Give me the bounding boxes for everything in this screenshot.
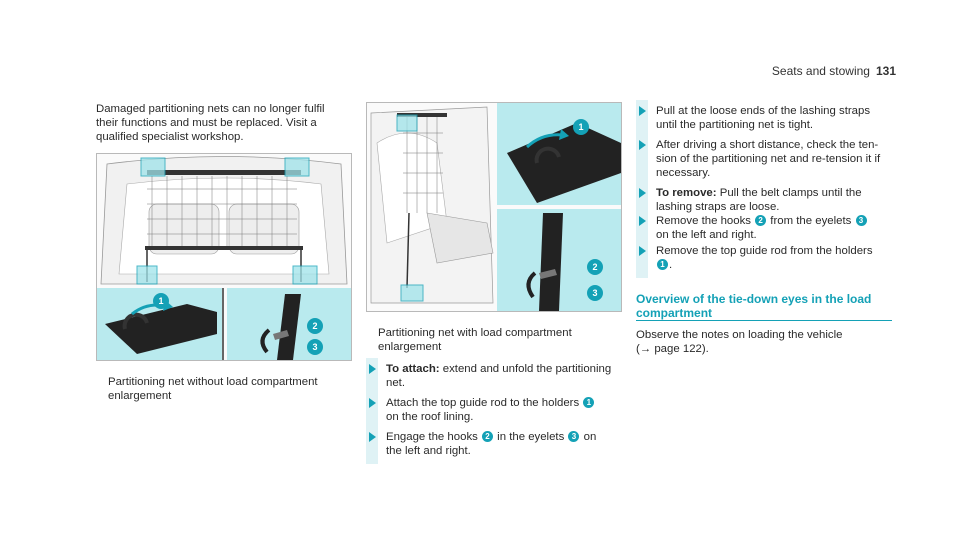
callout-3: [307, 339, 323, 355]
step-arrow-icon: [639, 216, 646, 226]
figure-net-without-enlargement: 1 2 3: [96, 153, 352, 361]
step-text: on the roof lining.: [386, 411, 474, 423]
step-engage-hooks: Engage the hooks 2 in the eyelets 3 on t…: [366, 426, 628, 464]
step-text: Remove the top guide rod from the holder…: [656, 245, 873, 257]
caption-line: Partitioning net without load compartmen…: [108, 376, 318, 388]
step-text: until the partitioning net is tight.: [656, 119, 814, 131]
page-number: 131: [875, 64, 896, 78]
callout-badge: 3: [568, 431, 580, 442]
step-text: in the eyelets: [494, 431, 568, 443]
callout-label: 3: [592, 288, 597, 298]
callout-2: [307, 318, 323, 334]
callout-label: 1: [578, 122, 583, 132]
step-remove-hooks: Remove the hooks 2 from the eyelets 3 on…: [636, 210, 898, 248]
figure-net-with-enlargement: 1 2 3: [366, 102, 622, 312]
callout-badge: 2: [755, 215, 767, 226]
step-check-tension: After driving a short distance, check th…: [636, 134, 898, 186]
step-text: After driving a short distance, check th…: [656, 139, 879, 151]
step-remove: To remove: Pull the belt clamps until th…: [636, 182, 898, 220]
step-text: lashing straps are loose.: [656, 201, 780, 213]
caption-line: enlargement: [378, 341, 442, 353]
caption-line: Partitioning net with load compartment: [378, 327, 572, 339]
step-text: net.: [386, 377, 405, 389]
heading-rule: [636, 320, 892, 321]
step-text: Engage the hooks: [386, 431, 481, 443]
step-text: on the left and right.: [656, 229, 757, 241]
heading-line: compartment: [636, 306, 713, 320]
step-attach-rod: Attach the top guide rod to the holders …: [366, 392, 628, 430]
callout-badge: 3: [855, 215, 867, 226]
step-arrow-icon: [639, 106, 646, 116]
step-attach: To attach: extend and unfold the partiti…: [366, 358, 628, 396]
step-label: To attach:: [386, 363, 440, 375]
paragraph-line: Damaged partitioning nets can no longer …: [96, 103, 325, 115]
page-header: Seats and stowing 131: [772, 64, 896, 78]
left-paragraph: Damaged partitioning nets can no longer …: [96, 102, 356, 144]
step-text: .: [669, 259, 673, 271]
callout-badge: 1: [657, 259, 668, 270]
net-illustration-middle: 1 2 3: [367, 103, 621, 311]
step-arrow-icon: [369, 364, 376, 374]
callout-badge: 1: [583, 397, 595, 408]
callout-1: [153, 293, 169, 309]
step-pull-ends: Pull at the loose ends of the lashing st…: [636, 100, 898, 138]
step-text: the left and right.: [386, 445, 471, 457]
callout-2: [587, 259, 603, 275]
step-text: from the eyelets: [767, 215, 855, 227]
callout-label: 3: [312, 342, 317, 352]
observe-note: Observe the notes on loading the vehicle…: [636, 328, 898, 356]
callout-label: 1: [158, 296, 163, 306]
middle-caption: Partitioning net with load compartment e…: [378, 326, 628, 354]
step-arrow-icon: [369, 398, 376, 408]
heading-line: Overview of the tie-down eyes in the loa…: [636, 292, 872, 306]
callout-1: [573, 119, 589, 135]
step-arrow-icon: [639, 140, 646, 150]
left-caption: Partitioning net without load compartmen…: [108, 375, 358, 403]
step-arrow-icon: [639, 246, 646, 256]
callout-label: 2: [312, 321, 317, 331]
net-illustration-left: 1 2 3: [97, 154, 351, 360]
callout-3: [587, 285, 603, 301]
paragraph-line: qualified specialist workshop.: [96, 131, 244, 143]
step-text: sion of the partitioning net and re-tens…: [656, 153, 881, 165]
callout-badge: 2: [482, 431, 493, 442]
step-text: extend and unfold the partitioning: [439, 363, 612, 375]
step-remove-rod: Remove the top guide rod from the holder…: [636, 240, 898, 278]
callout-label: 2: [592, 262, 597, 272]
caption-line: enlargement: [108, 390, 172, 402]
step-text: Pull at the loose ends of the lashing st…: [656, 105, 871, 117]
step-text: Remove the hooks: [656, 215, 755, 227]
step-text: Attach the top guide rod to the holders: [386, 397, 583, 409]
page-reference-link[interactable]: (→ page 122).: [636, 343, 709, 355]
step-arrow-icon: [369, 432, 376, 442]
paragraph-line: their functions and must be replaced. Vi…: [96, 117, 317, 129]
step-label: To remove:: [656, 187, 717, 199]
section-heading: Overview of the tie-down eyes in the loa…: [636, 292, 898, 320]
note-line: Observe the notes on loading the vehicle: [636, 329, 843, 341]
step-text: Pull the belt clamps until the: [716, 187, 862, 199]
section-title: Seats and stowing: [771, 64, 870, 78]
step-text: necessary.: [656, 167, 711, 179]
step-text: on: [580, 431, 597, 443]
step-arrow-icon: [639, 188, 646, 198]
